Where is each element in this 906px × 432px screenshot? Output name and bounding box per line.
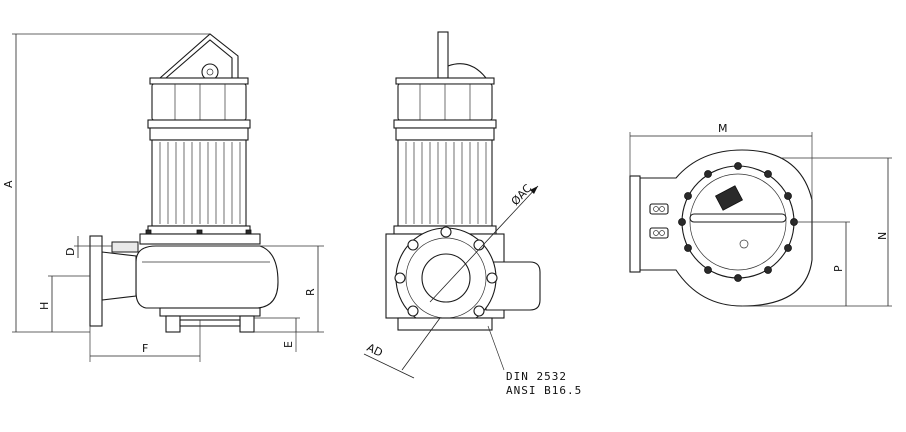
front-view-dimensions [363,185,539,379]
dim-label-a: A [2,180,15,188]
flange-standard-din: DIN 2532 [506,370,567,383]
dim-label-p: P [832,265,845,272]
front-view [385,31,541,331]
dim-label-e: E [282,341,295,348]
dim-label-d: D [64,248,77,256]
dim-label-f: F [142,342,148,355]
dim-label-h: H [38,302,51,310]
dim-label-m: M [718,122,728,135]
side-view [89,33,279,333]
top-view [629,149,813,307]
dim-label-ad: AD [365,341,385,360]
dim-label-ac: ØAC [509,182,535,208]
top-view-dimensions [629,132,892,307]
side-view-dimensions [12,33,324,362]
dim-label-r: R [304,288,317,296]
flange-standard-ansi: ANSI B16.5 [506,384,582,397]
dim-label-n: N [876,232,889,240]
